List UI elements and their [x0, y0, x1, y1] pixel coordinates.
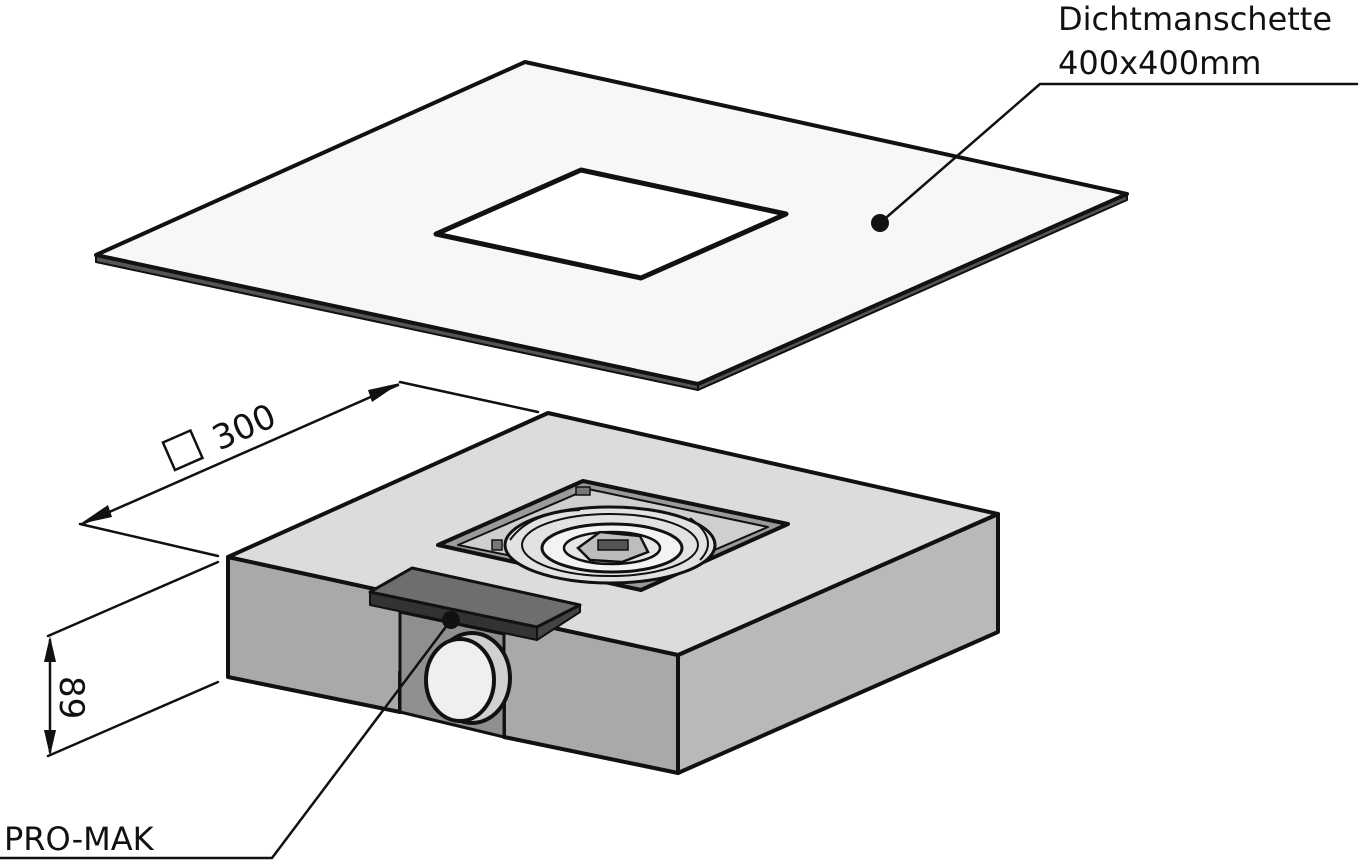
width-dimension-value: 300: [206, 396, 282, 459]
width-arrow-left: [80, 505, 112, 524]
height-arrow-top: [44, 636, 56, 662]
sealing-membrane: [94, 60, 1129, 391]
product-label: PRO-MAK: [4, 820, 155, 858]
membrane-leader-line: [878, 82, 1359, 225]
leader-lines: [0, 82, 1359, 860]
square-symbol: [161, 428, 205, 472]
height-dimension: 89: [44, 560, 220, 758]
outlet-pipe: [424, 631, 512, 725]
membrane-opening: [433, 167, 789, 281]
drain-block: [226, 411, 1000, 775]
membrane-label-size: 400x400mm: [1058, 44, 1261, 82]
height-arrow-bottom: [44, 730, 56, 756]
odor-trap-insert: [491, 486, 717, 585]
membrane-label-name: Dichtmanschette: [1058, 0, 1332, 38]
height-dimension-value: 89: [51, 676, 91, 719]
width-arrow-right: [368, 383, 400, 402]
product-leader-line: [0, 618, 453, 860]
